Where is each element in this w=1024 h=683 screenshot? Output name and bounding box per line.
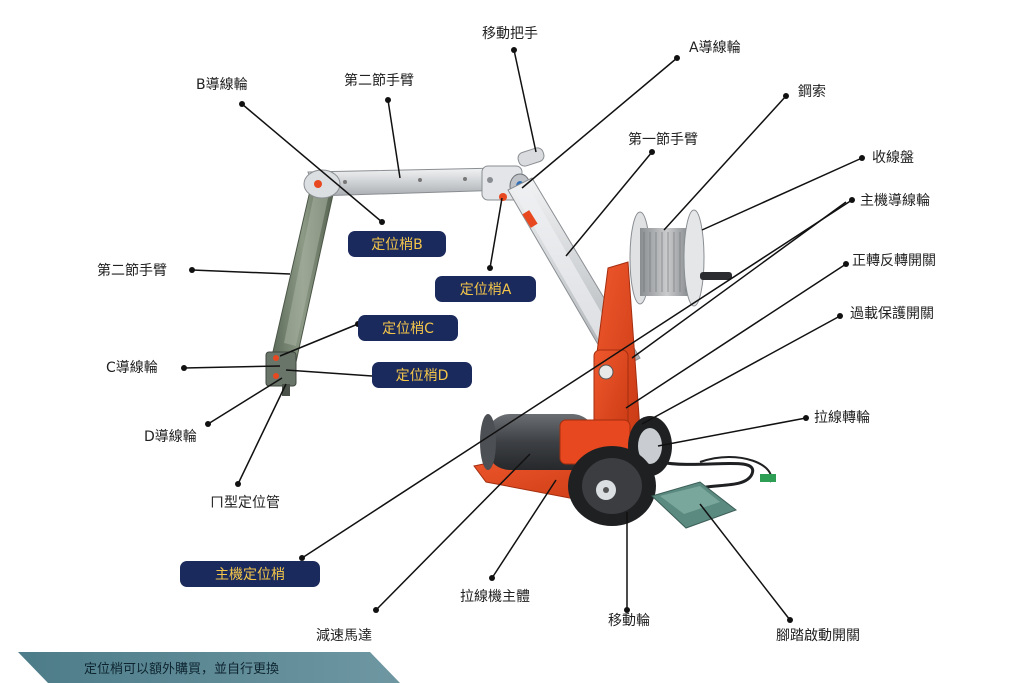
label-first-arm: 第一節手臂 [628, 132, 698, 148]
label-foot-switch: 腳踏啟動開關 [776, 628, 860, 644]
label-fwd-rev-switch: 正轉反轉開關 [852, 253, 936, 269]
label-overload-switch: 過載保護開關 [850, 306, 934, 322]
label-roller-c: C導線輪 [106, 360, 158, 376]
label-motor: 減速馬達 [316, 628, 372, 644]
pill-pin-d: 定位梢D [372, 362, 472, 388]
footer-band [18, 652, 400, 683]
second-arm-left [265, 181, 335, 396]
label-pull-wheel: 拉線轉輪 [814, 410, 870, 426]
label-move-wheel: 移動輪 [608, 613, 650, 629]
label-machine-body: 拉線機主體 [460, 589, 530, 605]
leader-dots [181, 47, 865, 623]
label-handle: 移動把手 [482, 26, 538, 42]
machine-tower [593, 261, 641, 441]
move-wheel [568, 446, 656, 526]
pill-main-pin: 主機定位梢 [180, 561, 320, 587]
cable-reel [629, 209, 732, 307]
label-roller-d: D導線輪 [144, 429, 197, 445]
label-roller-a: A導線輪 [689, 40, 741, 56]
label-second-arm-top: 第二節手臂 [344, 73, 414, 89]
footer-note: 定位梢可以額外購買，並自行更換 [84, 662, 280, 677]
leader-lines [183, 49, 863, 621]
label-steel-cable: 鋼索 [798, 84, 826, 100]
pill-pin-c: 定位梢C [358, 315, 458, 341]
label-second-arm-left: 第二節手臂 [97, 263, 167, 279]
label-tube: ㄇ型定位管 [210, 495, 280, 511]
label-reel: 收線盤 [872, 150, 914, 166]
label-roller-b: B導線輪 [196, 77, 248, 93]
foot-pedal [651, 455, 776, 529]
label-main-roller: 主機導線輪 [860, 193, 930, 209]
second-arm-top [303, 167, 507, 199]
pill-pin-b: 定位梢B [348, 231, 446, 257]
pill-pin-a: 定位梢A [435, 276, 536, 302]
